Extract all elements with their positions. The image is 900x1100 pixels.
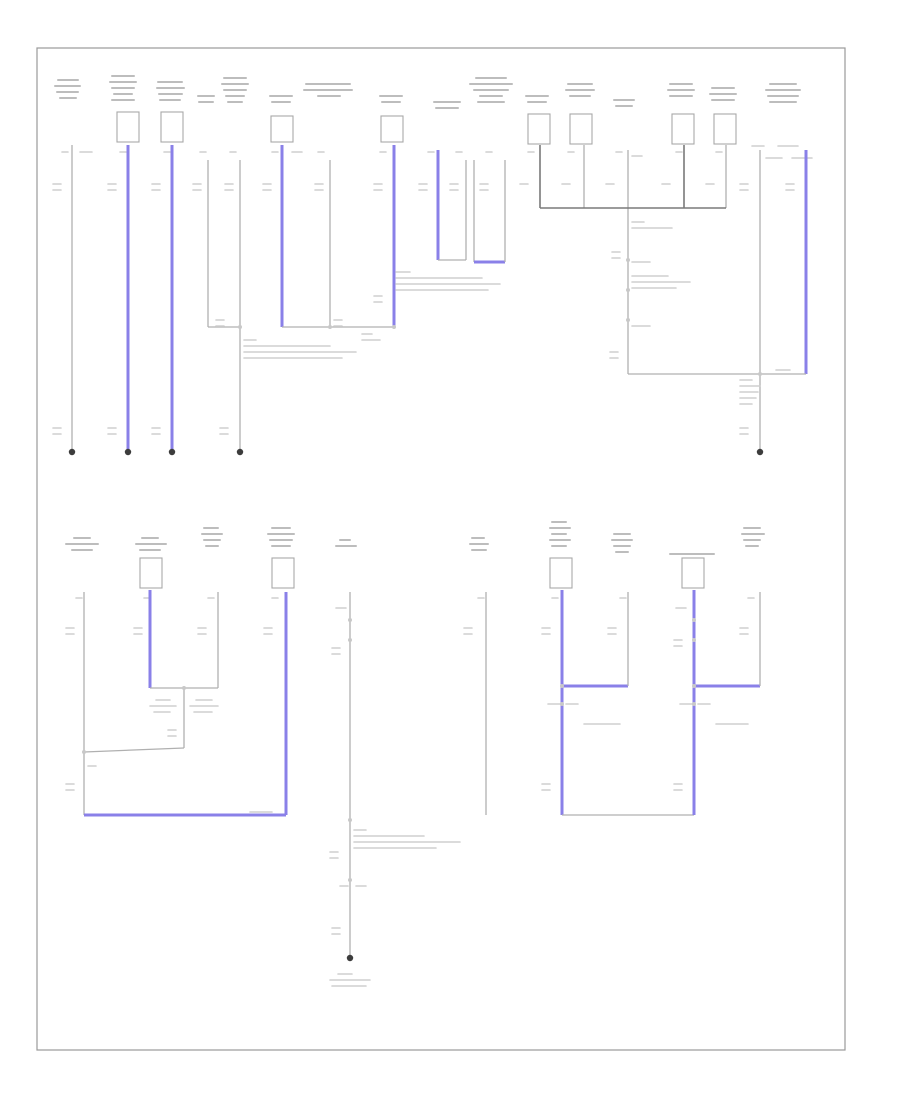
ground-point bbox=[346, 954, 354, 962]
connector-box bbox=[527, 113, 551, 145]
top-wires bbox=[71, 145, 808, 450]
connector-box bbox=[671, 113, 695, 145]
connector-box bbox=[569, 113, 593, 145]
connector-box bbox=[139, 557, 163, 589]
top-pin-tags bbox=[52, 145, 813, 191]
connector-box bbox=[380, 115, 404, 143]
bottom-splice-labels bbox=[65, 699, 749, 987]
bottom-pin-tags bbox=[65, 597, 755, 655]
top-connectors bbox=[116, 111, 737, 145]
bottom-connectors bbox=[139, 557, 705, 589]
connector-box bbox=[160, 111, 184, 143]
top-component-labels bbox=[54, 75, 801, 109]
connector-box bbox=[681, 557, 705, 589]
connector-box bbox=[549, 557, 573, 589]
connector-box bbox=[116, 111, 140, 143]
top-ground-points bbox=[68, 448, 764, 456]
bottom-component-labels bbox=[65, 521, 765, 555]
top-splice-labels bbox=[52, 221, 791, 435]
connector-box bbox=[270, 115, 294, 143]
ground-point bbox=[168, 448, 176, 456]
ground-point bbox=[124, 448, 132, 456]
ground-point bbox=[68, 448, 76, 456]
connector-box bbox=[713, 113, 737, 145]
ground-point bbox=[236, 448, 244, 456]
bottom-splices bbox=[82, 618, 696, 882]
top-splices bbox=[238, 258, 762, 376]
bottom-wires bbox=[83, 590, 761, 955]
ground-point bbox=[756, 448, 764, 456]
diagram-frame bbox=[36, 47, 846, 1051]
connector-box bbox=[271, 557, 295, 589]
